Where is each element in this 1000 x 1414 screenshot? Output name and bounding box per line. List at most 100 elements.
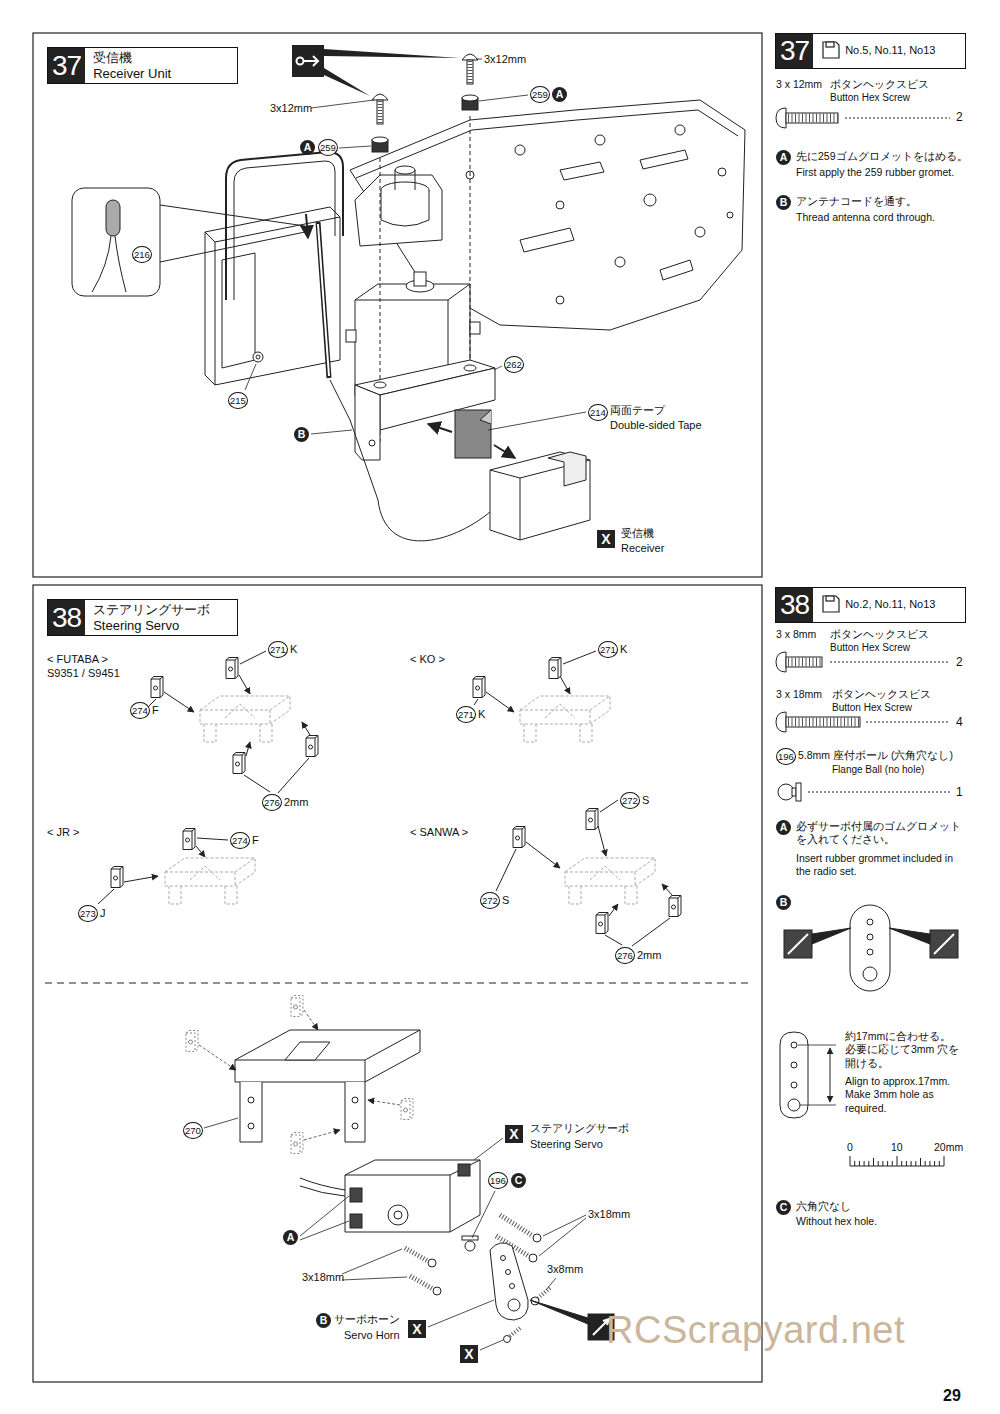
- step-letter: B: [316, 1313, 331, 1328]
- note-text: ボタンヘックスビス: [830, 78, 929, 91]
- leader-line: [488, 412, 586, 430]
- chassis-plate: [727, 212, 733, 218]
- tool-icon: [324, 49, 460, 58]
- floppy-icon: [823, 596, 839, 612]
- tool-icon: [297, 58, 304, 65]
- sidebar-parts: [786, 113, 838, 123]
- steering-unit: [381, 190, 429, 226]
- part-label: 2mm: [637, 948, 661, 962]
- servo-mount-variants: [233, 753, 245, 774]
- steering-servo: [530, 1300, 588, 1324]
- sidebar-parts: [863, 967, 877, 981]
- inset-detail: [72, 188, 305, 296]
- sidebar-parts: [791, 1062, 797, 1068]
- part-label: サーボホーン: [334, 1312, 400, 1326]
- floppy-icon: [823, 42, 839, 612]
- steering-servo: [458, 1164, 470, 1176]
- chassis-plate: [660, 260, 693, 280]
- servo-mount: [248, 1097, 254, 1103]
- steering-servo: [506, 1270, 511, 1275]
- leader-line: [479, 95, 528, 101]
- step-title-text: ステアリングサーボ: [93, 602, 210, 618]
- step-number: 38: [48, 600, 85, 635]
- servo-mount-variants: [600, 800, 618, 812]
- screws-37: [377, 100, 383, 124]
- x-marker: X: [408, 1320, 426, 1338]
- part-label: K: [290, 642, 297, 656]
- tape: [480, 410, 491, 424]
- sidebar-parts: [788, 934, 808, 954]
- step-header: 38No.2, No.11, No13: [775, 587, 966, 623]
- part-label: Servo Horn: [344, 1328, 400, 1342]
- quantity: 2: [956, 655, 963, 670]
- part-label: K: [620, 642, 627, 656]
- servo-mount: [285, 1042, 330, 1060]
- note-text: 3 x 18mm: [776, 688, 822, 701]
- part-label: 受信機: [621, 526, 654, 540]
- servo-mount: [186, 1031, 198, 1052]
- servo-mount-variants: [662, 884, 672, 895]
- step-letter: B: [776, 895, 791, 910]
- steering-servo: [428, 1259, 436, 1267]
- leader-line: [311, 100, 374, 108]
- sidebar-parts: [792, 788, 796, 796]
- callout-number: 272: [480, 892, 500, 909]
- chassis-plate: [718, 168, 726, 176]
- step-letter: C: [776, 1200, 791, 1215]
- servo-mount-variants: [165, 858, 255, 904]
- step-letter: A: [283, 1230, 298, 1245]
- servo-mount-variants: [111, 867, 123, 888]
- sidebar-parts: [788, 658, 822, 667]
- part-label: 2mm: [284, 795, 308, 809]
- servo-mount-variants: [520, 696, 610, 742]
- servo-mount-variants: [486, 692, 514, 712]
- sidebar-parts: [866, 722, 950, 723]
- step-title: 受信機Receiver Unit: [93, 48, 179, 83]
- servo-mount-variants: [240, 651, 266, 664]
- leader-line: [472, 1191, 495, 1238]
- step-letter: A: [300, 140, 315, 155]
- leader-line: [245, 59, 586, 434]
- steering-servo: [533, 1234, 541, 1242]
- receiver-bracket: [464, 365, 476, 371]
- sidebar-parts: [788, 1099, 800, 1111]
- steering-servo: [300, 1178, 345, 1196]
- sidebar-parts: [786, 657, 822, 667]
- servo-mount-variants: [565, 858, 655, 904]
- step-letter: C: [511, 1173, 526, 1188]
- callout-number: 276: [615, 947, 635, 964]
- note-text: 10: [891, 1141, 903, 1154]
- sidebar-parts: [776, 108, 958, 1166]
- servo-mount: [304, 1010, 318, 1030]
- steering-servo: [394, 1211, 402, 1219]
- servo-mount-variants: [609, 904, 618, 916]
- tape: [455, 410, 491, 458]
- part-label: < SANWA >: [410, 825, 468, 839]
- sidebar-parts: [796, 783, 801, 801]
- servo-upper: [470, 322, 480, 334]
- receiver: [330, 380, 590, 541]
- steering-servo: [350, 1214, 362, 1228]
- step-title-text: 受信機: [93, 50, 171, 66]
- tool-icon: [324, 68, 370, 96]
- note-text: 六角穴なし: [796, 1200, 851, 1213]
- servo-mount: [199, 1010, 400, 1140]
- floppy-icon: [826, 596, 834, 601]
- part-label: S9351 / S9451: [47, 666, 120, 680]
- callout-number: 271: [598, 641, 618, 658]
- tool-icon: [304, 56, 318, 66]
- servo-mount-variants: [563, 651, 596, 664]
- leader-line: [539, 1218, 586, 1256]
- steering-servo: [510, 1284, 515, 1289]
- screws-37: [372, 94, 388, 100]
- servo-mount: [291, 996, 303, 1017]
- steering-servo: [433, 1287, 441, 1295]
- step-header: 37No.5, No.11, No13: [775, 33, 966, 69]
- steering-servo: [350, 1188, 362, 1202]
- step-letter: A: [776, 150, 791, 165]
- note-text: ボタンヘックスビス: [830, 628, 929, 641]
- servo-mount-variants: [473, 677, 485, 698]
- note-text: Without hex hole.: [796, 1215, 877, 1228]
- x-marker: X: [460, 1345, 478, 1363]
- servo-mount-variants: [98, 889, 114, 904]
